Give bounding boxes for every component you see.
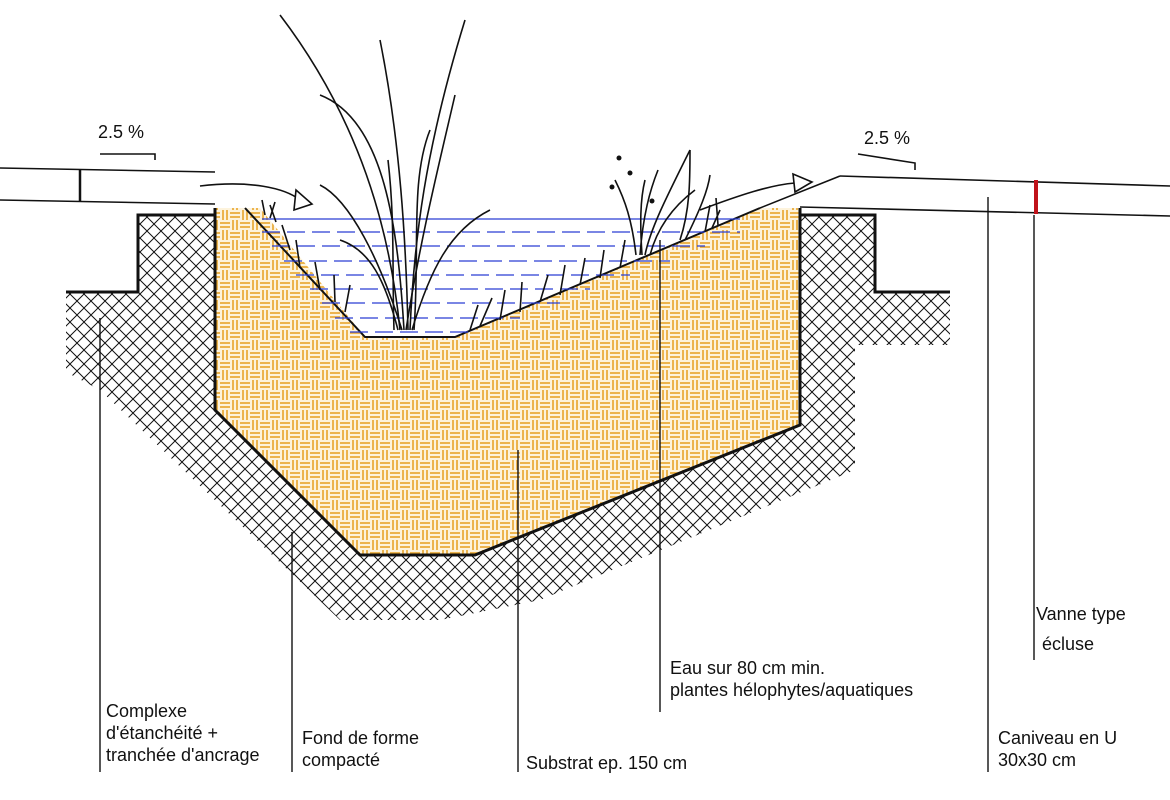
label-compacted-bottom-line2: compacté <box>302 750 381 770</box>
label-waterproofing-line1: Complexe <box>106 701 188 721</box>
compacted-ground <box>66 213 950 620</box>
water-area <box>262 218 740 333</box>
label-gate-line1: Vanne type <box>1036 604 1126 624</box>
label-gutter-line2: 30x30 cm <box>998 750 1077 770</box>
label-gate-line2: écluse <box>1042 634 1095 654</box>
label-water-plants: Eau sur 80 cm min. plantes hélophytes/aq… <box>670 657 913 701</box>
substrate-fill <box>213 207 802 557</box>
label-compacted-bottom-line1: Fond de forme <box>302 728 420 748</box>
label-gate: Vanne type écluse <box>1036 599 1126 659</box>
slope-label-right: 2.5 % <box>864 128 911 148</box>
label-waterproofing: Complexe d'étanchéité + tranchée d'ancra… <box>106 700 260 766</box>
label-waterproofing-line3: tranchée d'ancrage <box>106 745 260 765</box>
slope-label-left: 2.5 % <box>98 122 145 142</box>
road-surface-right <box>699 153 1170 217</box>
label-substrate: Substrat ep. 150 cm <box>526 753 688 773</box>
label-compacted-bottom: Fond de forme compacté <box>302 727 419 771</box>
label-gutter: Caniveau en U 30x30 cm <box>998 727 1117 771</box>
road-surface-left <box>0 153 314 212</box>
label-gutter-line1: Caniveau en U <box>998 728 1118 748</box>
seed-dots <box>609 155 655 204</box>
reed-plants <box>261 14 721 331</box>
leader-lines <box>99 197 1035 772</box>
label-water-plants-line2: plantes hélophytes/aquatiques <box>670 680 914 700</box>
label-waterproofing-line2: d'étanchéité + <box>106 723 219 743</box>
label-water-plants-line1: Eau sur 80 cm min. <box>670 658 826 678</box>
